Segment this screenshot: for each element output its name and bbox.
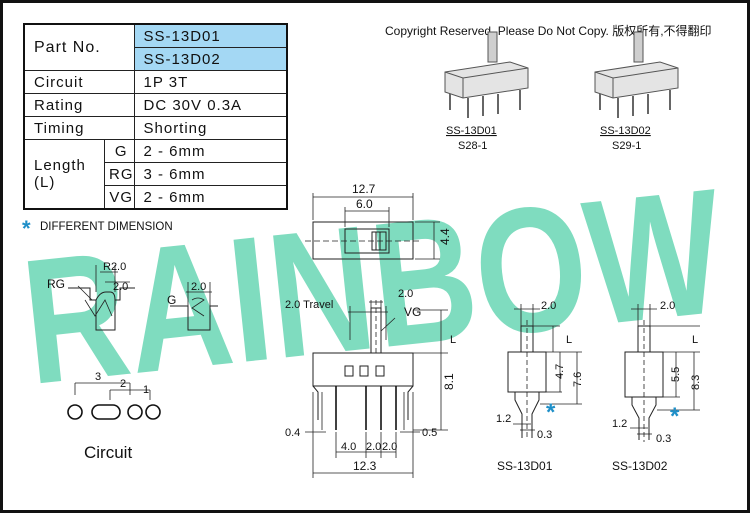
length-range: 2 - 6mm xyxy=(133,139,287,163)
length-code: RG xyxy=(104,162,135,186)
asterisk-icon: * xyxy=(670,403,680,430)
rating-label: Rating xyxy=(23,93,135,117)
different-dimension-label: DIFFERENT DIMENSION xyxy=(40,221,173,233)
front-view-body-height: 8.1 xyxy=(442,373,456,390)
side-view-2-top: 2.0 xyxy=(660,300,675,312)
timing-label: Timing xyxy=(23,116,135,140)
side-view-1-w2: 0.3 xyxy=(537,429,552,441)
side-view-ss13d02 xyxy=(624,304,700,442)
photo-model-label: SS-13D02 xyxy=(600,125,651,137)
front-view-knob-width: 2.0 xyxy=(398,288,413,300)
side-view-ss13d01 xyxy=(507,304,582,440)
side-view-2-w1: 1.2 xyxy=(612,418,627,430)
actuator-rg-label: RG xyxy=(47,277,65,291)
side-view-1-model: SS-13D01 xyxy=(497,459,553,473)
circuit-pin-1: 1 xyxy=(143,384,149,396)
length-code: G xyxy=(104,139,135,163)
top-view-overall: 12.7 xyxy=(352,182,376,196)
actuator-g-width: 2.0 xyxy=(191,281,206,293)
front-view-pin-width: 0.5 xyxy=(422,427,437,439)
front-view-pin-thickness: 0.4 xyxy=(285,427,300,439)
length-range: 2 - 6mm xyxy=(133,185,287,210)
side-view-2-h2: 8.3 xyxy=(690,375,702,390)
part-number-cell: SS-13D01 xyxy=(133,23,287,48)
product-photo-ss13d02 xyxy=(594,31,679,118)
part-no-label: Part No. xyxy=(23,23,135,71)
photo-code-label: S29-1 xyxy=(612,140,641,152)
side-view-1-top: 2.0 xyxy=(541,300,556,312)
actuator-rg-width: 2.0 xyxy=(113,281,128,293)
length-label: Length (L) xyxy=(23,139,105,210)
front-view-dim-c: 2.0 xyxy=(382,441,397,453)
length-range: 3 - 6mm xyxy=(133,162,287,186)
timing-value: Shorting xyxy=(133,116,287,140)
actuator-rg-radius: R2.0 xyxy=(103,261,126,273)
actuator-g-label: G xyxy=(167,293,176,307)
photo-model-label: SS-13D01 xyxy=(446,125,497,137)
front-view-overall: 12.3 xyxy=(353,459,377,473)
product-photo-ss13d01 xyxy=(444,31,529,118)
part-number-cell: SS-13D02 xyxy=(133,47,287,71)
side-view-2-model: SS-13D02 xyxy=(612,459,668,473)
circuit-caption: Circuit xyxy=(84,443,132,462)
rating-value: DC 30V 0.3A xyxy=(133,93,287,117)
circuit-diagram xyxy=(67,382,161,420)
circuit-value: 1P 3T xyxy=(133,70,287,94)
top-view-inner: 6.0 xyxy=(356,197,373,211)
side-view-1-h1: 4.7 xyxy=(554,364,566,379)
top-view-height: 4.4 xyxy=(438,228,452,245)
circuit-pin-2: 2 xyxy=(120,378,126,390)
photo-code-label: S28-1 xyxy=(458,140,487,152)
top-view-drawing xyxy=(305,193,440,260)
spec-table: Part No. SS-13D01 SS-13D02 Circuit 1P 3T… xyxy=(23,23,288,210)
side-view-2-w2: 0.3 xyxy=(656,433,671,445)
asterisk-icon: * xyxy=(22,216,31,241)
front-view-drawing xyxy=(305,300,448,478)
side-view-1-w1: 1.2 xyxy=(496,413,511,425)
actuator-rg-drawing xyxy=(68,265,135,331)
asterisk-icon: * xyxy=(546,399,556,426)
front-view-l-label: L xyxy=(450,334,456,346)
side-view-1-l: L xyxy=(566,334,572,346)
circuit-pin-3: 3 xyxy=(95,371,101,383)
copyright-notice: Copyright Reserved, Please Do Not Copy. … xyxy=(385,23,712,38)
front-view-vg-label: VG xyxy=(404,305,421,319)
front-view-travel: 2.0 Travel xyxy=(285,299,333,311)
side-view-2-l: L xyxy=(692,334,698,346)
front-view-dim-a: 4.0 xyxy=(341,441,356,453)
front-view-dim-b: 2.0 xyxy=(366,441,381,453)
actuator-g-drawing xyxy=(170,282,218,331)
length-code: VG xyxy=(104,185,135,210)
side-view-1-h2: 7.6 xyxy=(572,372,584,387)
side-view-2-h1: 5.5 xyxy=(670,367,682,382)
circuit-label: Circuit xyxy=(23,70,135,94)
